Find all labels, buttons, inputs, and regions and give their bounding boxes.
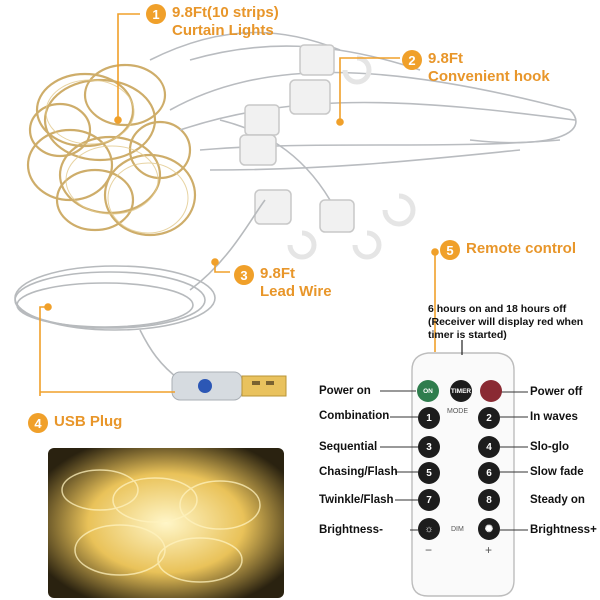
label-power-off: Power off bbox=[530, 386, 583, 398]
label-brightness-plus: Brightness+ bbox=[530, 524, 597, 536]
callout-1-line2: Curtain Lights bbox=[172, 22, 274, 39]
curtain-light-coils bbox=[26, 63, 197, 237]
label-slow-fade: Slow fade bbox=[530, 466, 584, 478]
label-power-on: Power on bbox=[319, 385, 371, 397]
lights-photo bbox=[48, 448, 284, 598]
mode-5-button[interactable]: 5 bbox=[418, 462, 440, 484]
power-off-button[interactable] bbox=[480, 380, 502, 402]
label-twinkle-flash: Twinkle/Flash bbox=[319, 494, 394, 506]
callout-remote: 5 Remote control bbox=[440, 240, 576, 260]
usb-plug bbox=[171, 371, 287, 401]
callout-number-4: 4 bbox=[28, 413, 48, 433]
dim-label: DIM bbox=[451, 526, 464, 533]
mode-7-button[interactable]: 7 bbox=[418, 489, 440, 511]
label-slo-glo: Slo-glo bbox=[530, 441, 569, 453]
mode-1-button[interactable]: 1 bbox=[418, 407, 440, 429]
callout-number-2: 2 bbox=[402, 50, 422, 70]
callout-2-line1: 9.8Ft bbox=[428, 50, 464, 67]
brightness-down-button[interactable]: ☼ bbox=[418, 518, 440, 540]
label-combination: Combination bbox=[319, 410, 390, 422]
lead-wire-coil bbox=[14, 199, 266, 381]
mode-3-button[interactable]: 3 bbox=[418, 436, 440, 458]
brightness-up-button[interactable]: ✺ bbox=[478, 518, 500, 540]
label-steady-on: Steady on bbox=[530, 494, 585, 506]
mode-label: MODE bbox=[447, 408, 468, 415]
callout-curtain-lights: 1 9.8Ft(10 strips)Curtain Lights bbox=[146, 4, 279, 40]
sun-small-icon: ☼ bbox=[424, 523, 434, 535]
callout-usb-plug: 4 USB Plug bbox=[28, 413, 122, 433]
mode-4-button[interactable]: 4 bbox=[478, 436, 500, 458]
minus-label: − bbox=[425, 543, 433, 557]
hooks bbox=[239, 44, 355, 233]
callout-number-5: 5 bbox=[440, 240, 460, 260]
callout-4-line1: USB Plug bbox=[54, 413, 123, 430]
callout-1-line1: 9.8Ft(10 strips) bbox=[172, 4, 279, 21]
callout-number-3: 3 bbox=[234, 265, 254, 285]
label-in-waves: In waves bbox=[530, 411, 578, 423]
power-on-button[interactable]: ON bbox=[417, 380, 439, 402]
timer-button[interactable]: TIMER bbox=[450, 380, 472, 402]
label-chasing-flash: Chasing/Flash bbox=[319, 466, 398, 478]
mode-2-button[interactable]: 2 bbox=[478, 407, 500, 429]
callout-3-line1: 9.8Ft bbox=[260, 265, 296, 282]
sun-large-icon: ✺ bbox=[484, 523, 494, 535]
callout-3-line2: Lead Wire bbox=[260, 283, 332, 300]
timer-note: 6 hours on and 18 hours off (Receiver wi… bbox=[428, 303, 584, 341]
label-brightness-minus: Brightness- bbox=[319, 524, 383, 536]
callout-2-line2: Convenient hook bbox=[428, 68, 550, 85]
mode-6-button[interactable]: 6 bbox=[478, 462, 500, 484]
mode-8-button[interactable]: 8 bbox=[478, 489, 500, 511]
label-sequential: Sequential bbox=[319, 441, 378, 453]
callout-5-line1: Remote control bbox=[466, 240, 577, 257]
callout-number-1: 1 bbox=[146, 4, 166, 24]
plus-label: + bbox=[485, 543, 493, 557]
